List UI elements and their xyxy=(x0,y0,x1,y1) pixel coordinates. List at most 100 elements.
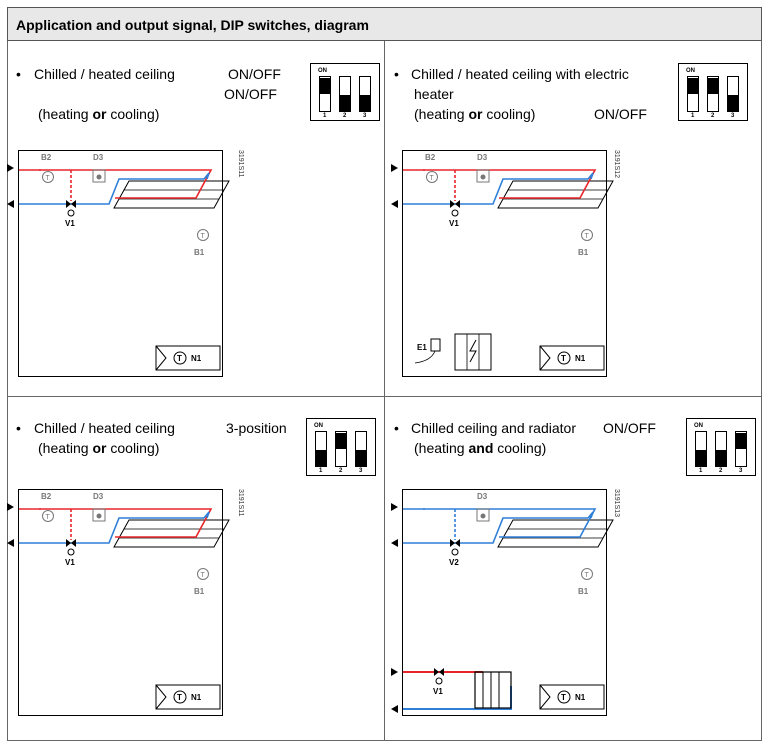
panel2-line2: (heating or cooling) xyxy=(414,106,535,122)
supply-arrow-icon xyxy=(7,164,14,172)
panel2-line1b: heater xyxy=(414,86,454,102)
supply-pipe xyxy=(39,508,213,538)
radiator-icon xyxy=(474,671,512,709)
dip-switch-1 xyxy=(687,76,699,112)
panel1-line1: Chilled / heated ceiling xyxy=(34,66,175,82)
panel2-signal1: ON/OFF xyxy=(594,106,647,122)
valve-actuator-icon xyxy=(67,209,75,217)
controller-arrow-icon xyxy=(155,345,167,371)
controller-box xyxy=(155,345,221,371)
valve-actuator-icon xyxy=(67,548,75,556)
line2-post: cooling) xyxy=(493,440,547,456)
line2-pre: (heating xyxy=(414,106,469,122)
section-header: Application and output signal, DIP switc… xyxy=(7,7,762,41)
valve-actuator-icon xyxy=(435,677,443,685)
dip-switch-knob xyxy=(736,433,746,449)
panel3-line2: (heating or cooling) xyxy=(38,440,159,456)
line2-post: cooling) xyxy=(106,106,160,122)
dip-on-label: ON xyxy=(694,423,703,429)
bullet: • xyxy=(394,420,399,436)
valve-icon xyxy=(450,200,460,208)
return-pipe xyxy=(403,172,594,205)
valve-icon xyxy=(66,539,76,547)
dip-switch-number: 2 xyxy=(711,113,715,119)
grid-left-line xyxy=(7,41,8,741)
d3-dewpoint-icon xyxy=(476,508,490,522)
dip-switch-knob xyxy=(728,95,738,111)
b1-label: B1 xyxy=(194,587,205,596)
return-pipe xyxy=(19,172,210,205)
controller-label: N1 xyxy=(191,354,202,363)
e1-heater-icon xyxy=(430,338,441,352)
panel1-line2: (heating or cooling) xyxy=(38,106,159,122)
panel4-line2: (heating and cooling) xyxy=(414,440,546,456)
dip-switch-knob xyxy=(688,78,698,94)
b2-sensor-icon-glyph: T xyxy=(430,175,435,182)
line2-pre: (heating xyxy=(38,440,93,456)
bullet: • xyxy=(394,66,399,82)
bullet: • xyxy=(16,420,21,436)
line2-pre: (heating xyxy=(414,440,469,456)
panel2-code: 3191S12 xyxy=(613,150,620,179)
thermostat-icon xyxy=(173,690,187,704)
panel1-signal1: ON/OFF xyxy=(228,66,281,82)
dip-on-label: ON xyxy=(314,423,323,429)
e1-wire xyxy=(414,350,436,364)
return-arrow-icon xyxy=(7,539,14,547)
panel4-code: 3191S13 xyxy=(613,489,620,518)
b2-sensor-icon xyxy=(42,171,54,183)
panel4-signal1: ON/OFF xyxy=(603,420,656,436)
b1-sensor-icon-glyph: T xyxy=(585,572,590,579)
b1-label: B1 xyxy=(578,248,589,257)
dip-switch-2 xyxy=(715,431,727,467)
ceiling-panel xyxy=(497,180,614,209)
d3-dewpoint-icon xyxy=(476,169,490,183)
dip-switch-3 xyxy=(355,431,367,467)
dip-switch-1 xyxy=(319,76,331,112)
panel3-code: 3191S11 xyxy=(237,489,244,517)
b1-sensor-icon-glyph: T xyxy=(585,233,590,240)
line2-post: cooling) xyxy=(106,440,160,456)
return-arrow-icon xyxy=(391,200,398,208)
valve-label: V1 xyxy=(449,219,459,228)
line2-bold: or xyxy=(92,106,107,122)
b2-sensor-icon-glyph: T xyxy=(46,514,51,521)
panel3-line1: Chilled / heated ceiling xyxy=(34,420,175,436)
controller-label: N1 xyxy=(575,693,586,702)
dip-switch-knob xyxy=(708,78,718,94)
dip-switch-knob xyxy=(360,95,370,111)
d3-drop-icon xyxy=(96,513,102,519)
heater-box xyxy=(454,333,492,371)
ceiling-panel xyxy=(497,519,614,548)
controller-arrow-icon xyxy=(539,345,551,371)
flow-arrows xyxy=(391,503,398,547)
thermostat-glyph: T xyxy=(177,354,182,363)
b1-sensor-icon xyxy=(197,229,209,241)
dip-switch-knob xyxy=(320,78,330,94)
ceiling-panel xyxy=(113,180,230,209)
valve-label: V1 xyxy=(433,687,443,696)
panel1-signal2: ON/OFF xyxy=(224,86,277,102)
b1-sensor-icon-glyph: T xyxy=(201,233,206,240)
b1-sensor-icon xyxy=(581,229,593,241)
thermostat-glyph: T xyxy=(561,693,566,702)
b2-sensor-icon xyxy=(42,510,54,522)
dip-switch-2 xyxy=(335,431,347,467)
dip-switch-number: 2 xyxy=(339,468,343,474)
line2-bold: and xyxy=(468,440,494,456)
b1-label: B1 xyxy=(578,587,589,596)
valve-label: V1 xyxy=(65,219,75,228)
dip-switch-knob xyxy=(336,433,346,449)
panel1-code: 3191S11 xyxy=(237,150,244,178)
dip-switch-knob xyxy=(716,450,726,466)
dip-switch-number: 3 xyxy=(363,113,367,119)
